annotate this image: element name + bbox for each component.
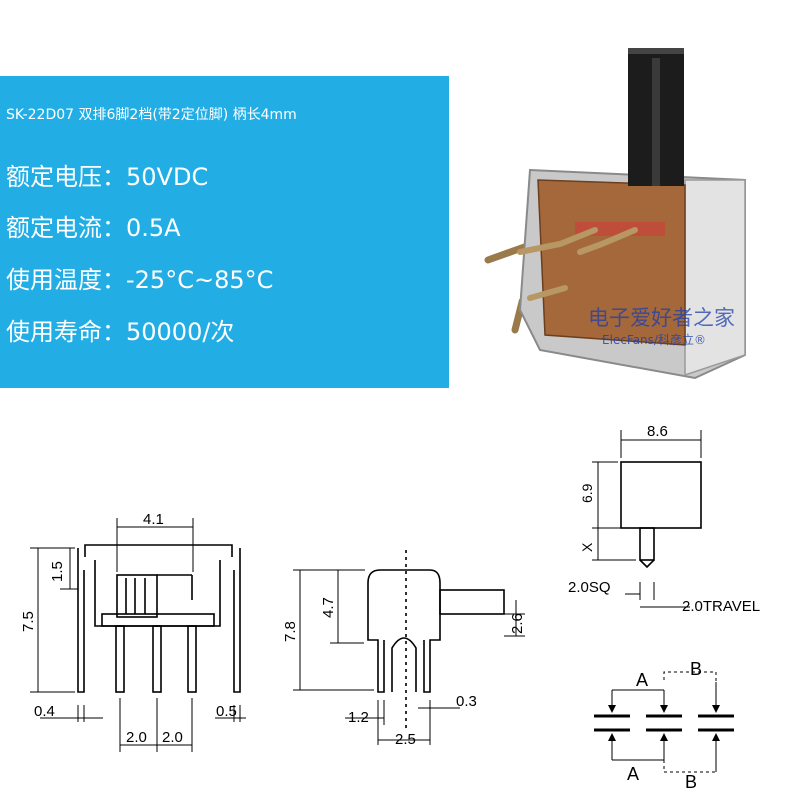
side-dim-handle: 2.6 xyxy=(509,613,526,634)
spec-value: 50000/次 xyxy=(126,318,235,346)
side-view-dims xyxy=(293,569,525,745)
spec-value: 50VDC xyxy=(126,163,209,191)
side-view-outline xyxy=(367,550,505,730)
front-dim-right-foot: 0.5 xyxy=(216,703,237,720)
schematic-label-b-top: B xyxy=(690,659,702,679)
spec-title: SK-22D07 双排6脚2档(带2定位脚) 柄长4mm xyxy=(6,107,297,123)
side-dim-bottom: 2.5 xyxy=(395,731,416,748)
spec-label: 额定电流： xyxy=(6,214,126,242)
front-dim-top: 4.1 xyxy=(143,511,164,528)
front-dim-pitch-2: 2.0 xyxy=(162,729,183,746)
spec-rated-voltage: 额定电压：50VDC xyxy=(6,157,208,192)
contact-arrowheads xyxy=(608,705,720,741)
watermark-cn: 电子爱好者之家 xyxy=(588,306,735,330)
spec-value: 0.5A xyxy=(126,214,181,242)
top-dim-travel: 2.0TRAVEL xyxy=(682,598,760,615)
top-dim-width: 8.6 xyxy=(647,423,668,440)
spec-panel xyxy=(0,76,449,388)
front-dim-height: 7.5 xyxy=(20,611,37,632)
top-dim-sq: 2.0SQ xyxy=(568,579,611,596)
contact-schematic xyxy=(594,671,734,773)
schematic-label-a-bottom: A xyxy=(627,764,639,784)
side-dim-mid: 4.7 xyxy=(320,597,337,618)
spec-label: 使用寿命： xyxy=(6,318,126,346)
schematic-label-b-bottom: B xyxy=(685,772,697,792)
technical-drawings: 4.1 7.5 1.5 0.4 0.5 2.0 2.0 7.8 4.7 2.6 … xyxy=(20,423,760,792)
side-dim-height: 7.8 xyxy=(282,621,299,642)
spec-label: 使用温度： xyxy=(6,266,126,294)
front-view-outline xyxy=(77,544,241,693)
front-dim-upper: 1.5 xyxy=(49,561,66,582)
spec-label: 额定电压： xyxy=(6,163,126,191)
front-dim-pitch-1: 2.0 xyxy=(126,729,147,746)
spec-lifetime: 使用寿命：50000/次 xyxy=(6,312,234,347)
top-dim-x: X xyxy=(579,542,595,552)
product-photo xyxy=(484,48,746,380)
spec-temperature: 使用温度：-25°C~85°C xyxy=(6,260,273,295)
spec-rated-current: 额定电流：0.5A xyxy=(6,208,181,243)
spec-value: -25°C~85°C xyxy=(126,266,274,294)
top-view-dims xyxy=(592,430,702,608)
front-dim-left-foot: 0.4 xyxy=(34,703,55,720)
side-dim-left: 1.2 xyxy=(348,709,369,726)
side-dim-pin: 0.3 xyxy=(456,693,477,710)
watermark-en: ElecFans/科彦立® xyxy=(602,333,706,347)
front-view-dims xyxy=(30,518,246,752)
schematic-label-a-top: A xyxy=(636,670,648,690)
top-dim-height: 6.9 xyxy=(579,483,595,503)
top-view-outline xyxy=(620,461,702,569)
